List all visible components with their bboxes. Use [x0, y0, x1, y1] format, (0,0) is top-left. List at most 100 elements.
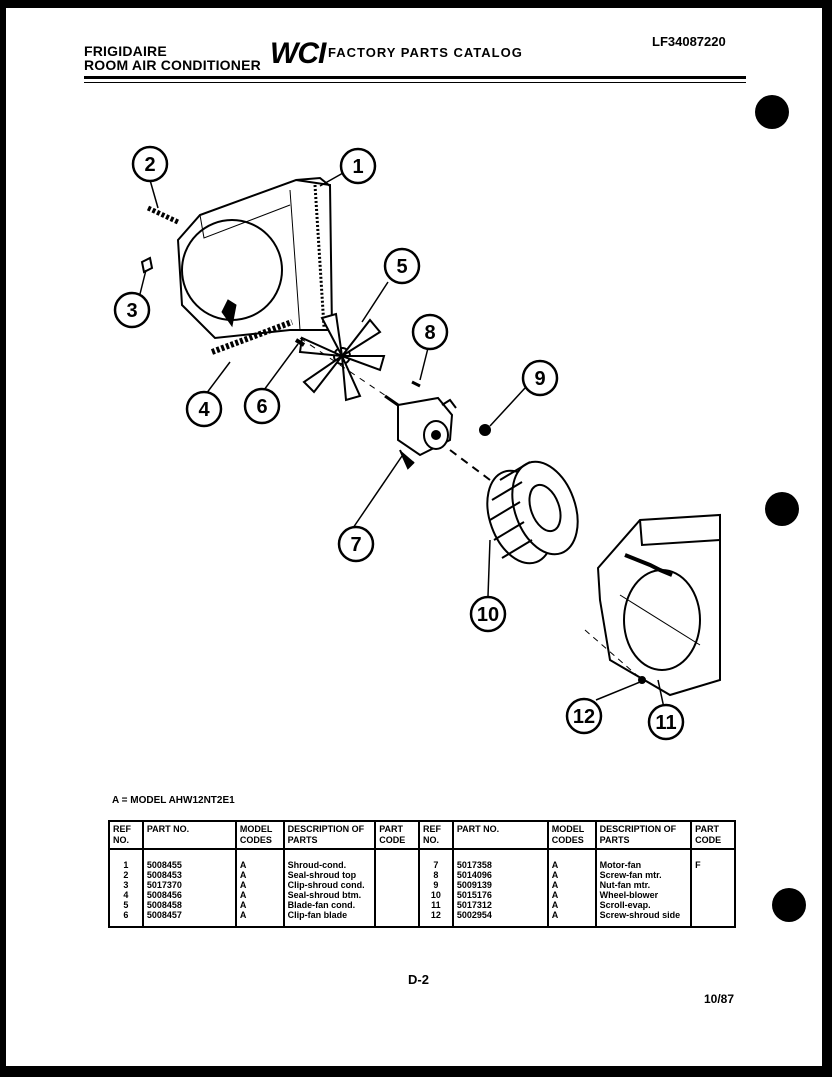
model-note: A = MODEL AHW12NT2E1 [112, 795, 235, 806]
table-cell-l-model: A [234, 900, 285, 910]
callout-11: 11 [655, 712, 676, 734]
table-cell-l-code [374, 870, 421, 880]
header-ref-no: REF NO. [108, 820, 144, 850]
header-part-code: PART CODE [374, 820, 421, 850]
table-cell-r-model: A [546, 870, 597, 880]
callout-9: 9 [534, 368, 545, 390]
table-cell-r-model: A [546, 900, 597, 910]
table-cell-r-model: A [546, 849, 597, 870]
table-cell-r-code [690, 900, 736, 910]
table-cell-r-desc: Screw-fan mtr. [594, 870, 693, 880]
table-cell-r-desc: Motor-fan [594, 849, 693, 870]
table-cell-r-desc: Nut-fan mtr. [594, 880, 693, 890]
table-cell-l-desc: Seal-shroud top [282, 870, 377, 880]
fan-clip-drawing [294, 338, 306, 347]
evaporator-scroll-drawing [596, 513, 721, 697]
callout-10: 10 [477, 604, 499, 626]
callout-3: 3 [126, 300, 137, 322]
table-cell-r-part: 5017358 [451, 849, 549, 870]
table-cell-l-desc: Seal-shroud btm. [282, 890, 377, 900]
table-cell-r-model: A [546, 880, 597, 890]
table-cell-l-code [374, 910, 421, 928]
motor-screw-drawing [411, 380, 421, 388]
callout-1: 1 [352, 156, 363, 178]
table-cell-r-code [690, 880, 736, 890]
table-cell-l-model: A [234, 880, 285, 890]
header-model-codes: MODEL CODES [234, 820, 285, 850]
table-cell-l-model: A [234, 870, 285, 880]
table-cell-r-model: A [546, 910, 597, 928]
table-cell-l-ref: 4 [108, 890, 144, 900]
condenser-shroud-drawing [176, 176, 334, 340]
table-cell-r-code [690, 910, 736, 928]
wci-logo: WCI [270, 37, 326, 70]
parts-table: REF NO. PART NO. MODEL CODES DESCRIPTION… [108, 820, 736, 928]
table-cell-l-ref: 6 [108, 910, 144, 928]
table-cell-r-desc: Screw-shroud side [594, 910, 693, 928]
table-cell-r-code: F [690, 849, 736, 870]
callout-5: 5 [396, 256, 407, 278]
table-cell-r-ref: 7 [418, 849, 454, 870]
brand-line-2: ROOM AIR CONDITIONER [84, 57, 261, 73]
table-cell-r-code [690, 870, 736, 880]
punch-hole-bottom [772, 888, 806, 922]
brand-line-1: FRIGIDAIRE [84, 43, 167, 59]
punch-hole-middle [765, 492, 799, 526]
table-cell-l-desc: Blade-fan cond. [282, 900, 377, 910]
fan-motor-drawing [384, 394, 457, 470]
table-cell-l-part: 5008453 [141, 870, 237, 880]
table-cell-r-desc: Wheel-blower [594, 890, 693, 900]
table-cell-l-code [374, 900, 421, 910]
table-cell-r-ref: 11 [418, 900, 454, 910]
header-rule-thick [84, 76, 746, 79]
table-cell-r-part: 5002954 [451, 910, 549, 928]
table-cell-l-part: 5008456 [141, 890, 237, 900]
bottom-seal-drawing [210, 319, 294, 355]
table-cell-l-ref: 3 [108, 880, 144, 890]
table-cell-l-part: 5017370 [141, 880, 237, 890]
table-cell-r-part: 5014096 [451, 870, 549, 880]
table-cell-l-code [374, 849, 421, 870]
header-part-no-right: PART NO. [451, 820, 549, 850]
table-header-row: REF NO. PART NO. MODEL CODES DESCRIPTION… [108, 820, 736, 850]
table-cell-l-ref: 2 [108, 870, 144, 880]
catalog-code: LF34087220 [652, 34, 726, 49]
table-cell-l-code [374, 890, 421, 900]
table-cell-l-part: 5008458 [141, 900, 237, 910]
table-cell-r-ref: 12 [418, 910, 454, 928]
callout-7: 7 [350, 534, 361, 556]
table-cell-l-desc: Clip-shroud cond. [282, 880, 377, 890]
callout-12: 12 [573, 706, 595, 728]
callout-2: 2 [144, 154, 155, 176]
header-part-no: PART NO. [141, 820, 237, 850]
header-model-codes-right: MODEL CODES [546, 820, 597, 850]
header-description-right: DESCRIPTION OF PARTS [594, 820, 693, 850]
table-cell-l-desc: Shroud-cond. [282, 849, 377, 870]
punch-hole-top [755, 95, 789, 129]
motor-nut-drawing [479, 424, 491, 436]
catalog-title: FACTORY PARTS CATALOG [328, 45, 523, 60]
header-part-code-right: PART CODE [690, 820, 736, 850]
callout-8: 8 [424, 322, 435, 344]
table-cell-l-desc: Clip-fan blade [282, 910, 377, 928]
table-cell-r-part: 5009139 [451, 880, 549, 890]
page-number: D-2 [408, 972, 429, 987]
table-cell-r-part: 5015176 [451, 890, 549, 900]
table-cell-l-part: 5008457 [141, 910, 237, 928]
catalog-date: 10/87 [704, 992, 735, 1006]
table-cell-r-desc: Scroll-evap. [594, 900, 693, 910]
table-cell-r-ref: 8 [418, 870, 454, 880]
table-cell-l-ref: 5 [108, 900, 144, 910]
fan-blade-drawing [298, 312, 386, 402]
table-cell-r-code [690, 890, 736, 900]
table-cell-r-ref: 10 [418, 890, 454, 900]
table-cell-r-part: 5017312 [451, 900, 549, 910]
header-rule-thin [84, 82, 746, 83]
top-seal-drawing [146, 205, 180, 225]
